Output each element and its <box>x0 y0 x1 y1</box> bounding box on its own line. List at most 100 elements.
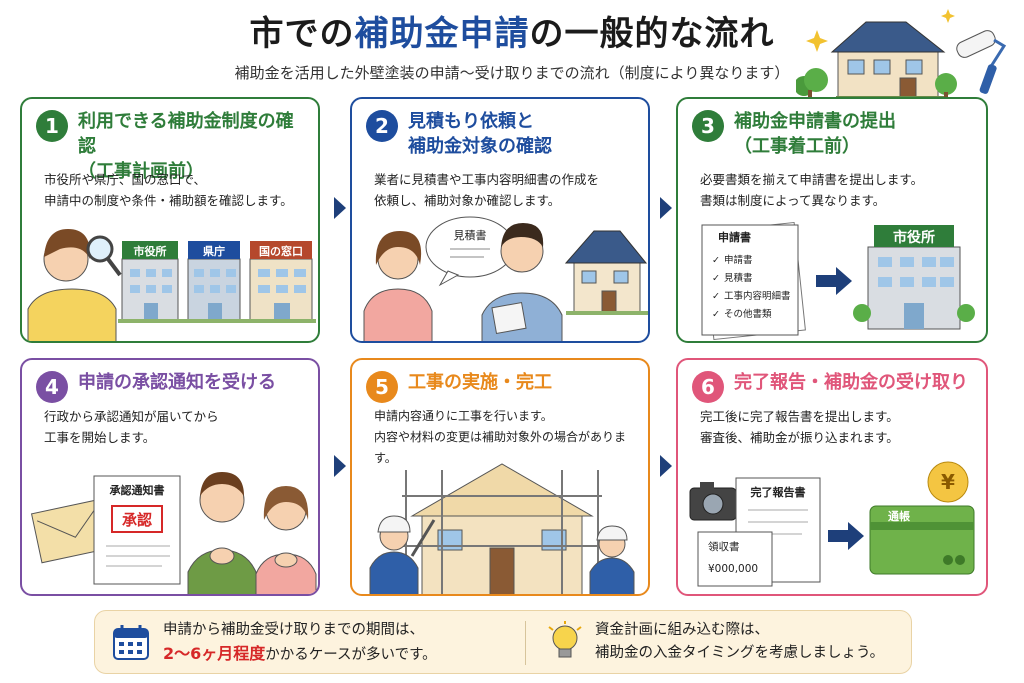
step-number: 1 <box>36 110 68 142</box>
house-roller-illustration <box>796 9 1007 100</box>
step-number: 2 <box>366 110 398 142</box>
tree-icon <box>935 73 957 100</box>
desc-line: 審査後、補助金が振り込まれます。 <box>700 430 899 445</box>
customer-woman-icon <box>363 231 433 341</box>
step-title: 見積もり依頼と補助金対象の確認 <box>408 109 552 159</box>
calendar-icon <box>113 625 149 660</box>
note-line: 資金計画に組み込む際は、 <box>595 622 769 638</box>
tree-icon <box>796 68 828 100</box>
house-icon <box>830 21 946 100</box>
worker-painting-icon <box>589 525 635 594</box>
step-description: 業者に見積書や工事内容明細書の作成を依頼し、補助対象か確認します。 <box>374 169 638 211</box>
step-title-line: 補助金申請書の提出 <box>734 111 896 132</box>
desc-line: 依頼し、補助対象か確認します。 <box>374 193 561 208</box>
step-card-2: 2 見積もり依頼と補助金対象の確認 業者に見積書や工事内容明細書の作成を依頼し、… <box>350 97 650 343</box>
step-title: 工事の実施・完工 <box>408 370 552 395</box>
flow-arrow-icon <box>660 455 672 477</box>
step-description: 市役所や県庁、国の窓口で、申請中の制度や条件・補助額を確認します。 <box>44 169 308 211</box>
arrow-right-icon <box>816 267 852 295</box>
desc-line: 申請中の制度や条件・補助額を確認します。 <box>44 193 293 208</box>
sparkle-icon <box>941 9 955 23</box>
sparkle-icon <box>806 30 828 52</box>
building-label: 市役所 <box>893 229 935 246</box>
city-office-building: 市役所 <box>121 241 179 322</box>
step-title-line: （工事着工前） <box>734 136 860 157</box>
speech-bubble: 見積書 <box>425 216 515 287</box>
desc-line: 内容や材料の変更は補助対象外の場合があります。 <box>374 430 627 465</box>
checkmark-icon: ✓ <box>712 309 720 320</box>
arrow-right-icon <box>828 522 864 550</box>
title-part: 市での <box>249 14 355 54</box>
city-office-building: 市役所 <box>853 225 975 330</box>
step-number: 4 <box>36 371 68 403</box>
doc-item: 工事内容明細書 <box>724 290 791 302</box>
desc-line: 申請内容通りに工事を行います。 <box>374 409 553 423</box>
funding-tip: 資金計画に組み込む際は、 補助金の入金タイミングを考慮しましょう。 <box>595 619 884 665</box>
step-card-5: 5 工事の実施・完工 申請内容通りに工事を行います。内容や材料の変更は補助対象外… <box>350 358 650 596</box>
step-title-line: 見積もり依頼と <box>408 111 534 132</box>
doc-title: 完了報告書 <box>751 485 806 499</box>
prefecture-office-building: 県庁 <box>187 241 241 322</box>
building-label: 市役所 <box>134 244 167 258</box>
note-line: 2〜6ヶ月程度かかるケースが多いです。 <box>163 642 437 667</box>
desc-line: 行政から承認通知が届いてから <box>44 409 219 424</box>
step-number: 5 <box>366 371 398 403</box>
step-description: 完工後に完了報告書を提出します。審査後、補助金が振り込まれます。 <box>700 406 976 448</box>
title-highlight: 補助金申請 <box>354 14 530 54</box>
title-part: の一般的な流れ <box>529 14 775 54</box>
approval-notice-document: 承認通知書 承認 <box>93 475 181 585</box>
yen-symbol: ¥ <box>941 470 955 494</box>
doc-title: 承認通知書 <box>110 483 165 497</box>
checkmark-icon: ✓ <box>712 255 720 266</box>
step-card-4: 4 申請の承認通知を受ける 行政から承認通知が届いてから工事を開始します。 承認… <box>20 358 320 596</box>
step-title-line: 利用できる補助金制度の確認 <box>78 111 294 157</box>
step-title: 申請の承認通知を受ける <box>78 370 276 395</box>
desc-line: 市役所や県庁、国の窓口で、 <box>44 172 207 187</box>
passbook-icon: 通帳 <box>869 505 975 575</box>
step-title: 利用できる補助金制度の確認 （工事計画前） <box>78 109 308 184</box>
step-title-line: （工事計画前） <box>78 161 204 182</box>
checkmark-icon: ✓ <box>712 273 720 284</box>
note-line: 補助金の入金タイミングを考慮しましょう。 <box>595 645 885 661</box>
step-card-1: 1 利用できる補助金制度の確認 （工事計画前） 市役所や県庁、国の窓口で、申請中の… <box>20 97 320 343</box>
step-number: 3 <box>692 110 724 142</box>
paint-roller-icon <box>956 30 1007 94</box>
contractor-man-icon <box>481 223 563 341</box>
happy-man-icon <box>187 472 257 594</box>
checkmark-icon: ✓ <box>712 291 720 302</box>
desc-line: 必要書類を揃えて申請書を提出します。 <box>700 172 924 187</box>
desc-line: 書類は制度によって異なります。 <box>700 193 886 208</box>
approval-stamp: 承認 <box>122 511 152 529</box>
passbook-label: 通帳 <box>888 509 910 523</box>
flow-arrow-icon <box>660 197 672 219</box>
document-stack: 申請書 ✓ 申請書 ✓ 見積書 ✓ 工事内容明細書 ✓ その他書類 <box>701 221 806 341</box>
house-icon <box>564 230 648 315</box>
step-card-3: 3 補助金申請書の提出 （工事着工前） 必要書類を揃えて申請書を提出します。書類は… <box>676 97 988 343</box>
person-magnifier-icon <box>27 229 122 341</box>
step-title-line: 工事の実施・完工 <box>408 372 552 393</box>
worker-painting-icon <box>369 515 436 594</box>
page-title: 市での補助金申請の一般的な流れ <box>0 6 1024 55</box>
desc-line: 工事を開始します。 <box>44 430 156 445</box>
footer-note: 申請から補助金受け取りまでの期間は、 2〜6ヶ月程度かかるケースが多いです。 資… <box>94 610 912 674</box>
period-note: 申請から補助金受け取りまでの期間は、 2〜6ヶ月程度かかるケースが多いです。 <box>163 619 437 667</box>
step-title-line: 補助金対象の確認 <box>408 136 552 157</box>
step-title-line: 申請の承認通知を受ける <box>78 372 276 393</box>
note-line: 申請から補助金受け取りまでの期間は、 <box>163 622 424 638</box>
national-office-building: 国の窓口 <box>249 241 313 322</box>
step-description: 必要書類を揃えて申請書を提出します。書類は制度によって異なります。 <box>700 169 976 211</box>
yen-coin-icon: ¥ <box>927 461 969 503</box>
doc-title: 申請書 <box>718 230 751 244</box>
step-description: 行政から承認通知が届いてから工事を開始します。 <box>44 406 308 448</box>
desc-line: 業者に見積書や工事内容明細書の作成を <box>374 172 600 187</box>
receipt-document: 領収書 ¥000,000 <box>697 531 773 587</box>
period-highlight: 2〜6ヶ月程度 <box>163 644 266 663</box>
happy-woman-icon <box>255 486 317 594</box>
doc-item: その他書類 <box>724 308 772 320</box>
camera-icon <box>689 482 737 521</box>
receipt-title: 領収書 <box>708 540 740 553</box>
flow-arrow-icon <box>334 455 346 477</box>
house-scaffolding-illustration <box>402 463 602 594</box>
step-title: 補助金申請書の提出 （工事着工前） <box>734 109 896 159</box>
step-title: 完了報告・補助金の受け取り <box>734 370 968 395</box>
